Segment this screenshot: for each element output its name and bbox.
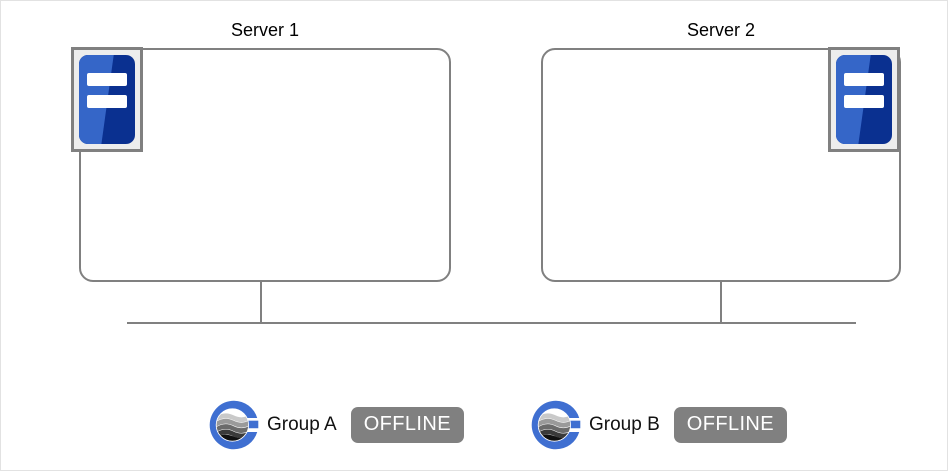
server-1-icon-frame[interactable] [71, 47, 143, 152]
group-b-label: Group B [589, 414, 660, 435]
server-icon-bar-bottom [843, 95, 885, 108]
group-a-row: Group A OFFLINE [207, 399, 464, 451]
group-a-label: Group A [267, 414, 337, 435]
server-2-icon-frame[interactable] [828, 47, 900, 152]
server-1-title: Server 1 [230, 20, 300, 40]
server-icon [836, 55, 892, 144]
group-a-status-badge[interactable]: OFFLINE [350, 407, 464, 443]
group-b-status-badge[interactable]: OFFLINE [673, 407, 788, 443]
server-icon [79, 55, 135, 144]
server-1-network-connector [260, 282, 262, 323]
server-icon-bar-top [86, 73, 128, 86]
gluster-g-logo [209, 400, 259, 450]
server-2-title: Server 2 [686, 20, 756, 40]
server-2-network-connector [720, 282, 722, 323]
server-icon-bar-bottom [86, 95, 128, 108]
gluster-g-logo [531, 400, 581, 450]
server-icon-bar-top [843, 73, 885, 86]
group-b-row: Group B OFFLINE [529, 399, 788, 451]
network-bus-line [127, 322, 856, 324]
